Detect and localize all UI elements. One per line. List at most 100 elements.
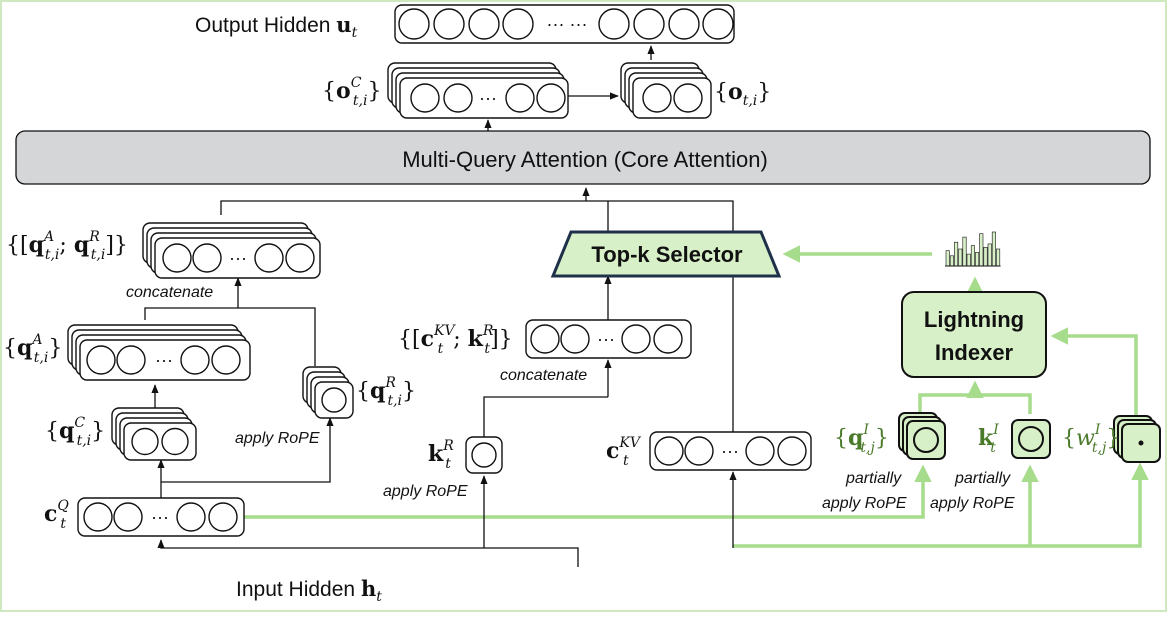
lightning-indexer bbox=[901, 291, 1047, 378]
vector-element bbox=[208, 502, 238, 532]
scalar-dot bbox=[1138, 440, 1144, 446]
wi-to-indexer-arrow bbox=[1050, 327, 1138, 418]
q-and-kv-bus bbox=[220, 200, 734, 432]
vector-element bbox=[1018, 426, 1044, 452]
index-score-bar bbox=[949, 255, 954, 267]
index-score-bar bbox=[979, 233, 984, 267]
vector-element bbox=[192, 243, 222, 273]
output-hidden-vector: ··· ··· bbox=[394, 4, 735, 44]
q-index-stack bbox=[906, 420, 946, 460]
index-score-bar bbox=[954, 241, 959, 267]
connections bbox=[144, 45, 737, 567]
vector-element bbox=[116, 345, 146, 375]
partially-label-ki: partially bbox=[954, 470, 1011, 487]
ellipsis: ··· ··· bbox=[547, 14, 588, 34]
o-stack bbox=[632, 77, 712, 119]
partially-label-qi: partially bbox=[845, 470, 902, 487]
vector-element bbox=[254, 243, 284, 273]
vector-element bbox=[702, 8, 734, 40]
vector-element bbox=[621, 324, 651, 354]
vector-element bbox=[83, 502, 113, 532]
apply-rope-ki-label: apply RoPE bbox=[930, 495, 1015, 512]
output-hidden-label: Output Hidden ut bbox=[195, 12, 358, 41]
vector-element bbox=[162, 243, 192, 273]
vector-element bbox=[410, 83, 440, 113]
q-c-stack bbox=[123, 422, 197, 461]
vector-element bbox=[86, 345, 116, 375]
o-c-stack: ··· bbox=[399, 77, 569, 119]
index-score-bar bbox=[962, 236, 967, 267]
kv-concat-vector: ··· bbox=[525, 319, 692, 359]
vector-element bbox=[530, 324, 560, 354]
vector-element bbox=[176, 502, 206, 532]
index-score-bar bbox=[996, 248, 1001, 267]
vector-element bbox=[502, 8, 534, 40]
vector-element bbox=[161, 427, 189, 456]
c-kv-vector: ··· bbox=[649, 431, 812, 471]
h-to-cq-arrow bbox=[157, 539, 579, 567]
vector-element bbox=[471, 442, 497, 468]
vector-element bbox=[598, 8, 630, 40]
apply-rope-qr-label: apply RoPE bbox=[235, 430, 320, 447]
index-scores-icon bbox=[945, 231, 1001, 267]
k-index-vector bbox=[1011, 419, 1051, 459]
o-symbol: {ot,i} bbox=[714, 79, 771, 109]
q-r-stack bbox=[314, 381, 354, 419]
indexer-connections bbox=[244, 245, 1149, 548]
vector-element bbox=[443, 83, 473, 113]
index-score-bar bbox=[966, 253, 971, 267]
vector-element bbox=[684, 436, 714, 466]
index-score-bar bbox=[975, 252, 980, 267]
index-score-bar bbox=[983, 247, 988, 267]
ellipsis: ··· bbox=[229, 248, 247, 268]
ellipsis: ··· bbox=[721, 441, 739, 461]
apply-rope-qi-label: apply RoPE bbox=[822, 495, 907, 512]
ellipsis: ··· bbox=[597, 329, 615, 349]
vector-element bbox=[653, 324, 683, 354]
vector-element bbox=[633, 8, 665, 40]
vector-element bbox=[211, 345, 241, 375]
vector-element bbox=[398, 8, 430, 40]
vector-element bbox=[113, 502, 143, 532]
vector-element bbox=[321, 387, 347, 413]
concatenate-q-label: concatenate bbox=[126, 284, 213, 301]
cq-to-qi-arrow bbox=[244, 464, 932, 519]
vector-group: ··· ··· ··· ··· ··· ··· ··· ··· bbox=[67, 4, 1161, 537]
ellipsis: ··· bbox=[151, 507, 169, 527]
vector-element bbox=[505, 83, 535, 113]
vector-element bbox=[642, 83, 672, 113]
top-k-label: Top-k Selector bbox=[591, 242, 743, 267]
vector-element bbox=[180, 345, 210, 375]
input-hidden-label: Input Hidden ht bbox=[236, 576, 382, 605]
vector-element bbox=[433, 8, 465, 40]
h-to-wi-line bbox=[733, 468, 1142, 548]
indexer-label-line2: Indexer bbox=[935, 340, 1014, 365]
vector-element bbox=[560, 324, 590, 354]
q-a-stack: ··· bbox=[79, 339, 251, 381]
kr-concat-line bbox=[483, 396, 608, 437]
vector-element bbox=[673, 83, 703, 113]
w-index-stack bbox=[1121, 423, 1161, 463]
vector-element bbox=[654, 436, 684, 466]
vector-element bbox=[668, 8, 700, 40]
ellipsis: ··· bbox=[479, 88, 497, 108]
vector-element bbox=[913, 427, 939, 453]
index-score-bar bbox=[958, 248, 963, 267]
vector-element bbox=[745, 436, 775, 466]
vector-element bbox=[131, 427, 159, 456]
vector-element bbox=[468, 8, 500, 40]
index-score-bar bbox=[970, 245, 975, 267]
